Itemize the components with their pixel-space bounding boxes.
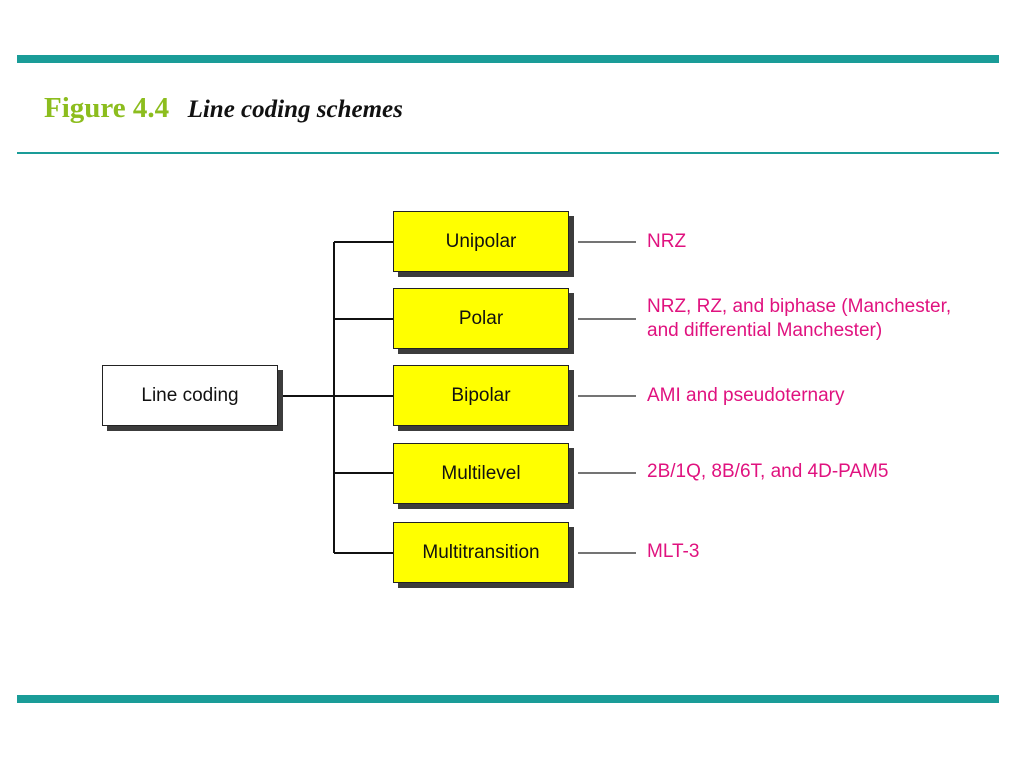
top-rule [17, 55, 999, 63]
schemes-polar-line2: and differential Manchester) [647, 320, 883, 341]
figure-caption: Line coding schemes [187, 96, 403, 123]
node-multitransition: Multitransition [393, 522, 569, 583]
root-node-line-coding: Line coding [102, 365, 278, 426]
schemes-unipolar: NRZ [647, 231, 687, 252]
figure-number: Figure 4.4 [44, 92, 170, 124]
bottom-rule [17, 695, 999, 703]
schemes-polar-line1: NRZ, RZ, and biphase (Manchester, [647, 296, 952, 317]
node-multilevel: Multilevel [393, 443, 569, 504]
node-polar: Polar [393, 288, 569, 349]
title-underline-rule [17, 152, 999, 154]
schemes-multitransition: MLT-3 [647, 541, 700, 562]
schemes-multilevel: 2B/1Q, 8B/6T, and 4D-PAM5 [647, 461, 889, 482]
node-bipolar: Bipolar [393, 365, 569, 426]
schemes-bipolar: AMI and pseudoternary [647, 385, 845, 406]
figure-title: Figure 4.4 Line coding schemes [44, 92, 403, 125]
node-unipolar: Unipolar [393, 211, 569, 272]
